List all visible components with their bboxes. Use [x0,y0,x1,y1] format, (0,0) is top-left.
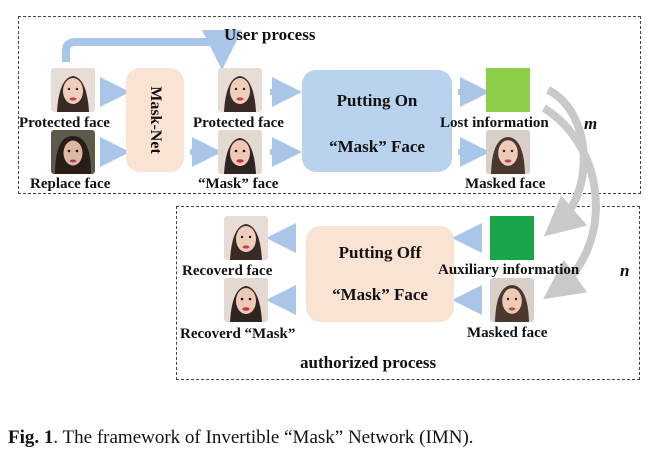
auxiliary-information-swatch [490,216,534,260]
figure-caption: Fig. 1. The framework of Invertible “Mas… [8,427,474,449]
mask-net-block [126,68,184,172]
auxiliary-information-symbol: n [620,261,630,280]
auxiliary-information-label: Auxiliary information [438,262,580,278]
putting-off-line2: “Mask” Face [332,285,428,304]
putting-off-block [306,226,454,322]
figure-caption-text: . The framework of Invertible “Mask” Net… [53,427,474,448]
recovered-mask-image [224,278,268,322]
masked-face-bottom-image [490,278,534,322]
putting-on-line1: Putting On [336,91,418,110]
masked-face-top-label: Masked face [465,176,546,192]
user-process-title: User process [224,25,316,44]
masked-face-bottom-label: Masked face [467,325,548,341]
mask-net-label: Mask-Net [147,86,164,154]
replace-face-image [51,130,95,174]
lost-information-label: Lost information [440,115,549,131]
recovered-face-label: Recoverd face [182,263,273,279]
protected-face-image [51,68,95,112]
putting-on-line2: “Mask” Face [329,137,425,156]
replace-face-label: Replace face [30,176,111,192]
mask-face-label: “Mask” face [198,176,279,192]
authorized-process-title: authorized process [300,353,437,372]
recovered-mask-label: Recoverd “Mask” [180,326,296,342]
protected-face-label: Protected face [19,115,110,131]
figure-caption-prefix: Fig. 1 [8,427,54,448]
masked-face-top-image [486,130,530,174]
lost-information-swatch [486,68,530,112]
authorized-process-box [176,206,640,380]
putting-on-block [302,70,452,172]
lost-information-symbol: m [584,114,598,133]
recovered-face-image [224,216,268,260]
protected-face-output-label: Protected face [193,115,284,131]
protected-face-output-image [218,68,262,112]
mask-face-image [218,130,262,174]
user-process-box [18,16,641,194]
putting-off-line1: Putting Off [338,243,422,262]
